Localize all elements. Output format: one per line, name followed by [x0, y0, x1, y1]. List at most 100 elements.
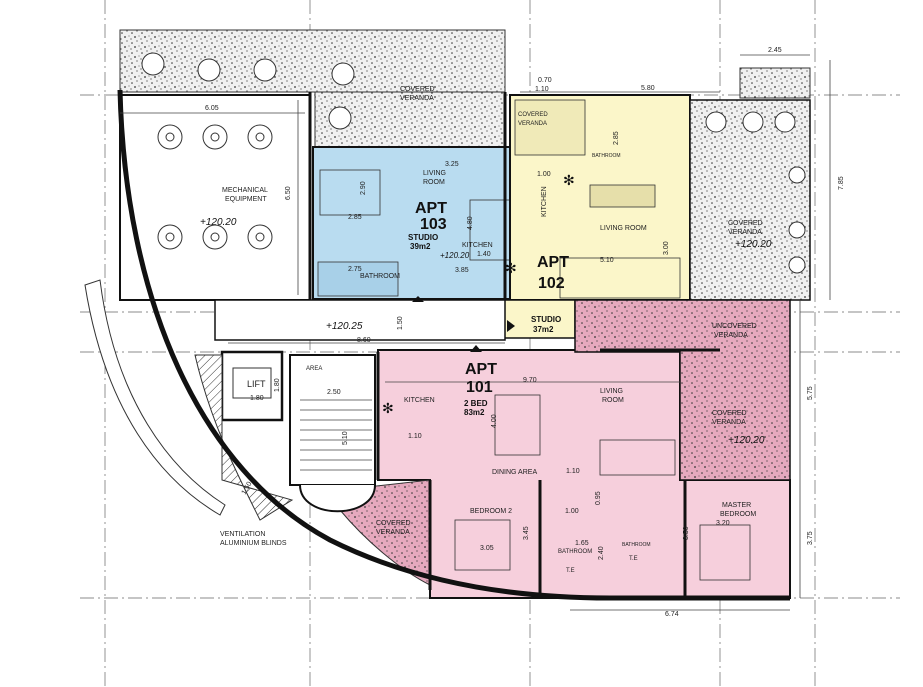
- dim-400: 4.00: [491, 414, 498, 428]
- mechanical-area: [119, 94, 311, 301]
- dim-350: 3.50: [683, 526, 690, 540]
- ventilation-label-l1: VENTILATION: [220, 531, 265, 538]
- ventilation-label-l2: ALUMINIUM BLINDS: [220, 540, 287, 547]
- dim-345: 3.45: [523, 526, 530, 540]
- level-apt-103: +120.20: [440, 251, 470, 260]
- dining-area-label: DINING AREA: [492, 469, 537, 476]
- apt-102-bathroom-label: BATHROOM: [592, 153, 621, 159]
- dim-605: 6.05: [205, 105, 219, 112]
- covered-veranda-101-l1: COVERED: [712, 410, 747, 417]
- apt-102-type: STUDIO: [531, 315, 561, 324]
- apt-103-bathroom-label: BATHROOM: [360, 273, 400, 280]
- fan-symbols: ✻ ✻ ✻: [382, 172, 575, 416]
- apt-101-name-l2: 101: [466, 379, 493, 396]
- uncovered-veranda-l2: VERANDA: [714, 332, 748, 339]
- apt-101-area-value: 83m2: [464, 408, 485, 417]
- dim-180b: 1.80: [274, 378, 281, 392]
- apt-103-area: [312, 146, 514, 300]
- apt-102-veranda: [689, 67, 811, 301]
- level-apt-102-veranda: +120.20: [735, 239, 772, 250]
- dim-305: 3.05: [480, 545, 494, 552]
- mechanical-label-l2: EQUIPMENT: [225, 196, 267, 203]
- apt-103-type: STUDIO: [408, 233, 438, 242]
- bedroom-2-label: BEDROOM 2: [470, 508, 512, 515]
- covered-veranda-102-l2: VERANDA: [518, 121, 547, 127]
- covered-veranda-top-l1: COVERED: [400, 86, 435, 93]
- dim-165: 1.65: [575, 540, 589, 547]
- dim-860: 8.60: [357, 337, 371, 344]
- dim-095: 0.95: [595, 491, 602, 505]
- dim-250: 2.50: [327, 389, 341, 396]
- covered-veranda-bottom-l2: VERANDA: [376, 529, 410, 536]
- covered-veranda-top-l2: VERANDA: [400, 95, 434, 102]
- top-terrace: [119, 29, 506, 148]
- dim-970: 9.70: [523, 377, 537, 384]
- dim-110b: 1.10: [408, 433, 422, 440]
- svg-text:✻: ✻: [563, 172, 575, 188]
- dim-100b: 1.00: [565, 508, 579, 515]
- area-label: AREA: [306, 366, 322, 372]
- dim-180a: 1.80: [250, 395, 264, 402]
- apt-102-kitchen-label: KITCHEN: [541, 186, 548, 217]
- dim-150: 1.50: [397, 316, 404, 330]
- dim-320: 3.20: [716, 520, 730, 527]
- level-mechanical: +120.20: [200, 217, 237, 228]
- apt-101-ensuite-label: BATHROOM: [622, 542, 651, 548]
- dim-240: 2.40: [598, 546, 605, 560]
- lift-label: LIFT: [247, 379, 266, 389]
- apt-101-living-l1: LIVING: [600, 388, 623, 395]
- svg-text:✻: ✻: [505, 260, 517, 276]
- apt-102-entry-marker: [507, 320, 515, 332]
- dim-385: 3.85: [455, 267, 469, 274]
- apt-103-living-l1: LIVING: [423, 170, 446, 177]
- apt-102-name-l1: APT: [537, 254, 569, 271]
- dim-580: 5.80: [641, 85, 655, 92]
- apt-101-entry-marker: [470, 345, 482, 352]
- corridor: [214, 299, 506, 341]
- apt-101-bathroom-label: BATHROOM: [558, 549, 592, 555]
- apt-101-living-l2: ROOM: [602, 397, 624, 404]
- apt-103-name-l1: APT: [415, 200, 447, 217]
- dim-290: 2.90: [360, 181, 367, 195]
- apt-103-area-value: 39m2: [410, 242, 431, 251]
- equipment-circles: [157, 124, 273, 250]
- apt-103-entry-marker: [412, 296, 424, 302]
- dim-650: 6.50: [285, 186, 292, 200]
- lift-stair-core: [220, 350, 376, 513]
- dim-110c: 1.10: [566, 468, 580, 475]
- covered-veranda-right-l2: VERANDA: [728, 229, 762, 236]
- apt-101-kitchen-label: KITCHEN: [404, 397, 435, 404]
- apt-102-living-label: LIVING ROOM: [600, 225, 647, 232]
- master-bedroom-l2: BEDROOM: [720, 511, 756, 518]
- apt-103-living-l2: ROOM: [423, 179, 445, 186]
- dim-510b: 5.10: [342, 431, 349, 445]
- apt-102-name-l2: 102: [538, 275, 565, 292]
- covered-veranda-101-l2: VERANDA: [712, 419, 746, 426]
- dim-100: 1.00: [537, 171, 551, 178]
- master-bedroom-l1: MASTER: [722, 502, 751, 509]
- dim-285: 2.85: [348, 214, 362, 221]
- svg-text:✻: ✻: [382, 400, 394, 416]
- covered-veranda-bottom-l1: COVERED: [376, 520, 411, 527]
- apt-102-area-value: 37m2: [533, 325, 554, 334]
- dim-245: 2.45: [768, 47, 782, 54]
- te-label-2: T.E: [629, 556, 638, 562]
- dim-325: 3.25: [445, 161, 459, 168]
- level-corridor: +120.25: [326, 321, 363, 332]
- dim-674: 6.74: [665, 611, 679, 618]
- dim-140: 1.40: [477, 251, 491, 258]
- apt-101-type: 2 BED: [464, 399, 488, 408]
- dim-275: 2.75: [348, 266, 362, 273]
- dim-070: 0.70: [538, 77, 552, 84]
- dim-285b: 2.85: [613, 131, 620, 145]
- curved-facade: [84, 89, 790, 601]
- mechanical-label-l1: MECHANICAL: [222, 187, 268, 194]
- apt-102-area: [499, 94, 691, 339]
- stair-treads: [300, 399, 372, 471]
- te-label-1: T.E: [566, 568, 575, 574]
- dim-300: 3.00: [663, 241, 670, 255]
- apt-103-name-l2: 103: [420, 216, 447, 233]
- dim-510: 5.10: [600, 257, 614, 264]
- apt-103-kitchen-label: KITCHEN: [462, 242, 493, 249]
